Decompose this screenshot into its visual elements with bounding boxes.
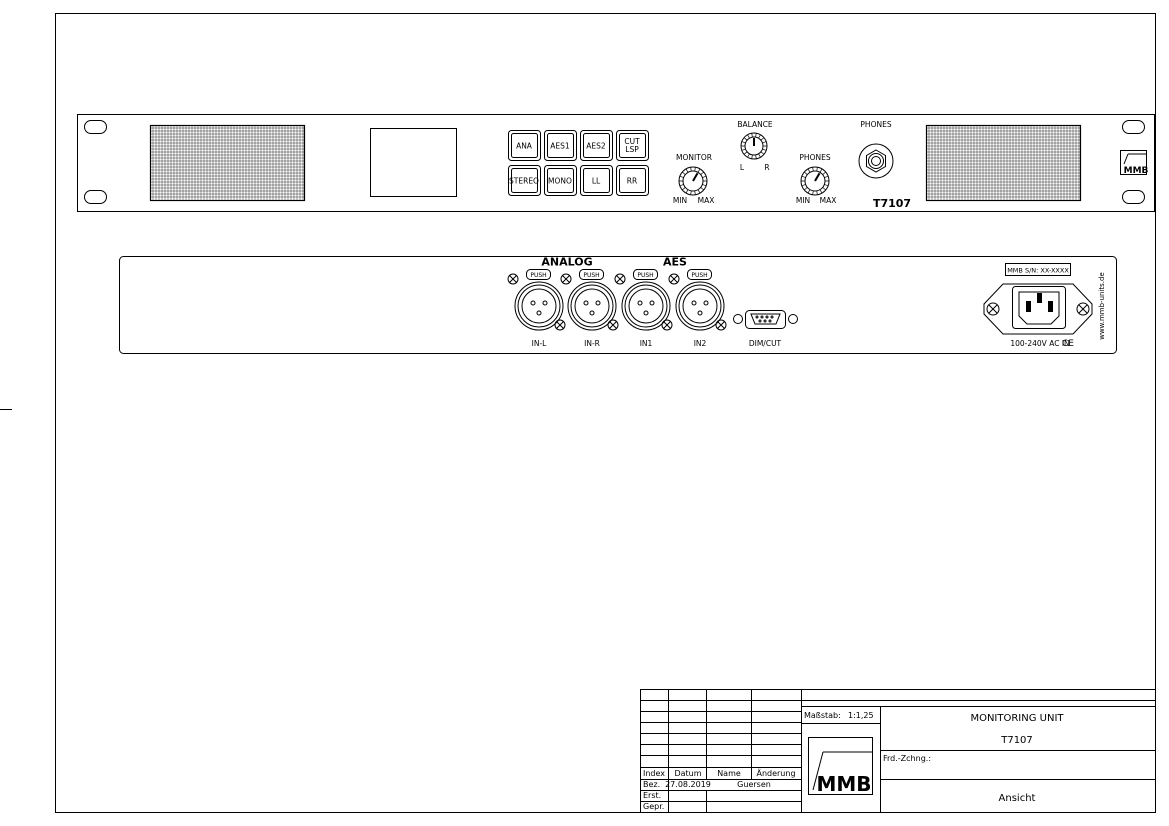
speaker-grille-right	[925, 124, 1082, 202]
button-ll[interactable]: LL	[580, 165, 613, 196]
button-label: AES1	[550, 142, 570, 151]
model-label: T7107	[873, 197, 911, 210]
row-name: Guersen	[737, 780, 771, 789]
button-label: AES2	[586, 142, 606, 151]
rev-col-name: Name	[717, 769, 741, 778]
scale-value: 1:1,25	[848, 711, 874, 720]
aes-label: AES	[663, 256, 687, 269]
view-name: Ansicht	[999, 793, 1036, 804]
titleblock-logo-text: MMB	[816, 772, 871, 796]
rear-panel: ANALOG AES PUSH IN-L PUSH IN-R PUSH IN1 PUSH IN…	[119, 256, 1117, 354]
drawing-frame	[55, 13, 1156, 813]
button-label-line1: CUT	[624, 137, 640, 146]
row-gepr: Gepr.	[643, 802, 664, 811]
button-rr[interactable]: RR	[616, 165, 649, 196]
power-label: 100-240V AC IN	[1010, 339, 1069, 348]
input-label: IN1	[640, 339, 653, 348]
balance-knob[interactable]	[740, 132, 768, 160]
row-erst: Erst.	[643, 791, 661, 800]
xlr-in2[interactable]: PUSH IN2	[668, 269, 727, 349]
button-aes2[interactable]: AES2	[580, 130, 613, 161]
titleblock-mmb-logo: MMB	[808, 737, 873, 796]
drawing-title: MONITORING UNIT	[970, 713, 1064, 724]
monitor-knob[interactable]	[678, 166, 708, 196]
rear-panel-outline	[119, 256, 1117, 354]
dim-cut-connector[interactable]	[733, 310, 798, 329]
monitor-label: MONITOR	[676, 153, 712, 162]
display-screen	[370, 128, 457, 197]
xlr-in-r[interactable]: PUSH IN-R	[560, 269, 619, 349]
phones-jack[interactable]	[858, 143, 894, 179]
button-label: RR	[627, 177, 637, 186]
input-label: IN-L	[532, 339, 548, 348]
balance-l-label: L	[740, 163, 745, 172]
speaker-grille-left	[149, 124, 306, 202]
row-date: 27.08.2019	[665, 780, 711, 789]
button-cut-lsp[interactable]: CUT LSP	[616, 130, 649, 161]
button-label-line2: LSP	[625, 145, 639, 154]
front-panel: ANA AES1 AES2 CUT LSP STEREO MONO LL	[77, 114, 1155, 212]
input-label: IN-R	[584, 339, 600, 348]
serial-label: MMB S/N: XX-XXXX	[1007, 267, 1069, 275]
button-label: LL	[592, 177, 601, 186]
phones-min-label: MIN	[796, 196, 810, 205]
button-aes1[interactable]: AES1	[544, 130, 577, 161]
rev-col-aenderung: Änderung	[756, 768, 795, 778]
button-label: ANA	[516, 142, 533, 151]
rev-col-datum: Datum	[674, 769, 701, 778]
drawing-model: T7107	[1000, 735, 1033, 746]
xlr-in1[interactable]: PUSH IN1	[614, 269, 673, 349]
monitor-min-label: MIN	[673, 196, 687, 205]
phones-jack-label: PHONES	[860, 120, 891, 129]
phones-volume-label: PHONES	[799, 153, 830, 162]
title-block: Maßstab: 1:1,25 MONITORING UNIT T7107 Fr…	[640, 689, 1156, 813]
serial-plate	[1005, 263, 1071, 276]
phones-knob[interactable]	[800, 166, 830, 196]
push-label: PUSH	[530, 272, 546, 279]
push-label: PUSH	[583, 272, 599, 279]
balance-label: BALANCE	[737, 120, 773, 129]
button-stereo[interactable]: STEREO	[508, 165, 541, 196]
power-inlet[interactable]	[983, 283, 1093, 335]
button-mono[interactable]: MONO	[544, 165, 577, 196]
rack-slot	[84, 190, 107, 204]
frd-zchng-label: Frd.-Zchng.:	[883, 754, 931, 763]
rack-slot	[1122, 190, 1145, 204]
rev-col-index: Index	[643, 769, 665, 778]
dim-cut-label: DIM/CUT	[749, 339, 782, 348]
input-label: IN2	[694, 339, 707, 348]
scale-label: Maßstab:	[804, 711, 841, 720]
balance-r-label: R	[764, 163, 769, 172]
button-ana[interactable]: ANA	[508, 130, 541, 161]
phones-max-label: MAX	[820, 196, 837, 205]
mmb-logo: MMB	[1120, 150, 1149, 176]
push-label: PUSH	[637, 272, 653, 279]
front-panel-outline	[77, 114, 1155, 212]
push-label: PUSH	[691, 272, 707, 279]
rack-slot	[84, 120, 107, 134]
xlr-in-l[interactable]: PUSH IN-L	[507, 269, 566, 349]
website-label: www.mmb-units.de	[1098, 272, 1106, 340]
ce-mark: CE	[1062, 339, 1074, 349]
row-bez: Bez.	[643, 780, 660, 789]
button-label: STEREO	[509, 177, 539, 186]
monitor-max-label: MAX	[698, 196, 715, 205]
analog-label: ANALOG	[541, 256, 592, 269]
logo-text: MMB	[1124, 166, 1149, 176]
rack-slot	[1122, 120, 1145, 134]
button-label: MONO	[548, 177, 572, 186]
